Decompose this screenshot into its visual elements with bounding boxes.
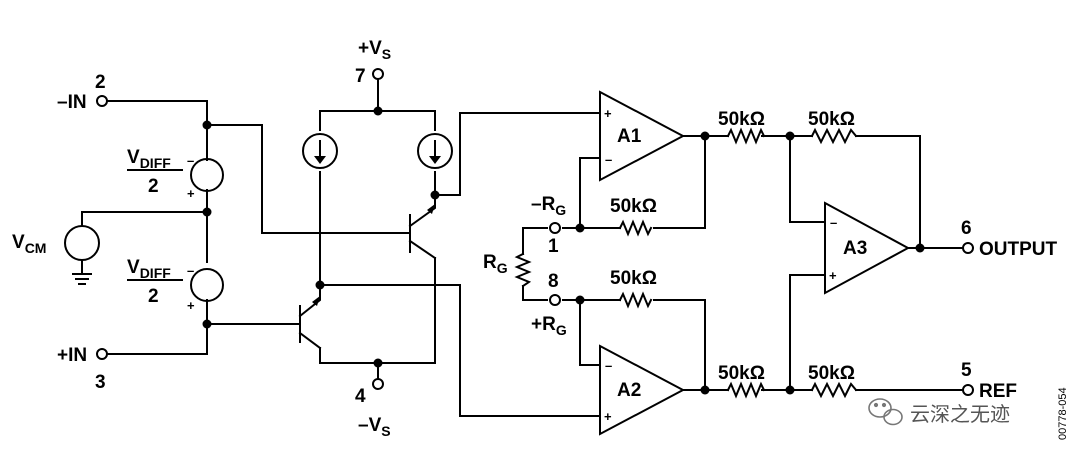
vdiff-bottom-source (190, 268, 224, 302)
wechat-icon (868, 398, 903, 426)
resistor-a3-ref (810, 381, 858, 399)
vdiff-bottom-plus: + (187, 298, 195, 313)
pin-neg-rg-label: –RG (531, 194, 566, 218)
watermark-text: 云深之无迹 (910, 402, 1010, 426)
pin-ref-label: REF (979, 381, 1017, 402)
pin-output-terminal (962, 242, 974, 254)
neg-supply-number: 4 (355, 386, 366, 407)
resistor-a1-feedback (618, 219, 653, 237)
amplifier-a1-minus: – (605, 152, 612, 167)
vdiff-top-minus: – (187, 153, 194, 168)
pin-neg-in-number: 2 (95, 72, 106, 93)
pin-output-label: OUTPUT (979, 239, 1058, 260)
vcm-source (64, 225, 100, 261)
amplifier-a3 (824, 201, 911, 295)
resistor-rg (514, 252, 532, 288)
resistor-a3-ref-value: 50kΩ (808, 363, 855, 384)
voltage-sources (64, 133, 453, 302)
resistor-a3-feedback (810, 127, 858, 145)
pin-neg-rg-terminal (549, 222, 561, 234)
vdiff-bottom-minus: – (187, 263, 194, 278)
gain-resistor-label: RG (483, 252, 508, 276)
op-amps (599, 90, 911, 436)
transistor-q1 (408, 194, 437, 260)
amplifier-a2 (599, 344, 686, 436)
pin-pos-supply-terminal (372, 68, 384, 80)
vdiff-top-source (190, 158, 224, 192)
amplifier-a1-label: A1 (617, 126, 642, 147)
vdiff-top-denominator: 2 (148, 176, 159, 197)
pin-neg-in-label: –IN (57, 92, 87, 113)
pin-ref-terminal (962, 384, 974, 396)
pin-pos-rg-terminal (549, 294, 561, 306)
current-source-left (302, 133, 338, 169)
resistor-a2-feedback-value: 50kΩ (610, 268, 657, 289)
junction-dots (202, 106, 925, 395)
pos-supply-label: +VS (358, 38, 391, 62)
pin-ref-number: 5 (961, 360, 972, 381)
pos-supply-number: 7 (355, 66, 366, 87)
current-source-right (417, 133, 453, 169)
resistor-a1-feedback-value: 50kΩ (610, 196, 657, 217)
resistor-zigzags (514, 127, 858, 399)
resistor-a1-out-value: 50kΩ (718, 109, 765, 130)
vdiff-bottom-label: VDIFF (127, 257, 171, 281)
resistor-a3-feedback-value: 50kΩ (808, 109, 855, 130)
amplifier-a3-label: A3 (843, 238, 867, 259)
amplifier-a2-minus: – (605, 358, 612, 373)
pin-neg-supply-terminal (372, 378, 384, 390)
neg-supply-label: –VS (358, 415, 391, 439)
amplifier-a2-plus: + (604, 409, 612, 424)
resistor-a2-out-value: 50kΩ (718, 363, 765, 384)
pin-output-number: 6 (961, 218, 972, 239)
amplifier-a1 (599, 90, 686, 182)
pin-pos-rg-label: +RG (531, 314, 567, 338)
pin-neg-rg-number: 1 (548, 236, 559, 257)
figure-number: 00778-054 (1057, 387, 1069, 440)
pin-pos-in-number: 3 (95, 372, 106, 393)
resistor-a1-out (726, 127, 766, 145)
amplifier-a3-minus: – (830, 215, 837, 230)
transistors (298, 194, 437, 350)
resistor-a2-feedback (618, 291, 653, 309)
labels: 2 –IN +IN 3 VCM VDIFF 2 – + VDIFF 2 – + … (12, 38, 1069, 440)
pin-pos-in-terminal (96, 348, 108, 360)
pin-terminals (96, 68, 974, 396)
vdiff-bottom-denominator: 2 (148, 286, 159, 307)
pin-neg-in-terminal (96, 95, 108, 107)
watermark: 云深之无迹 (868, 398, 1010, 426)
vdiff-top-plus: + (187, 186, 195, 201)
vdiff-top-label: VDIFF (127, 147, 171, 171)
amplifier-a2-label: A2 (617, 380, 641, 401)
pin-pos-in-label: +IN (57, 345, 87, 366)
transistor-q2 (298, 284, 322, 350)
vcm-label: VCM (12, 232, 46, 256)
amplifier-a3-plus: + (829, 268, 837, 283)
pin-pos-rg-number: 8 (548, 271, 559, 292)
resistor-a2-out (726, 381, 766, 399)
amplifier-a1-plus: + (604, 106, 612, 121)
